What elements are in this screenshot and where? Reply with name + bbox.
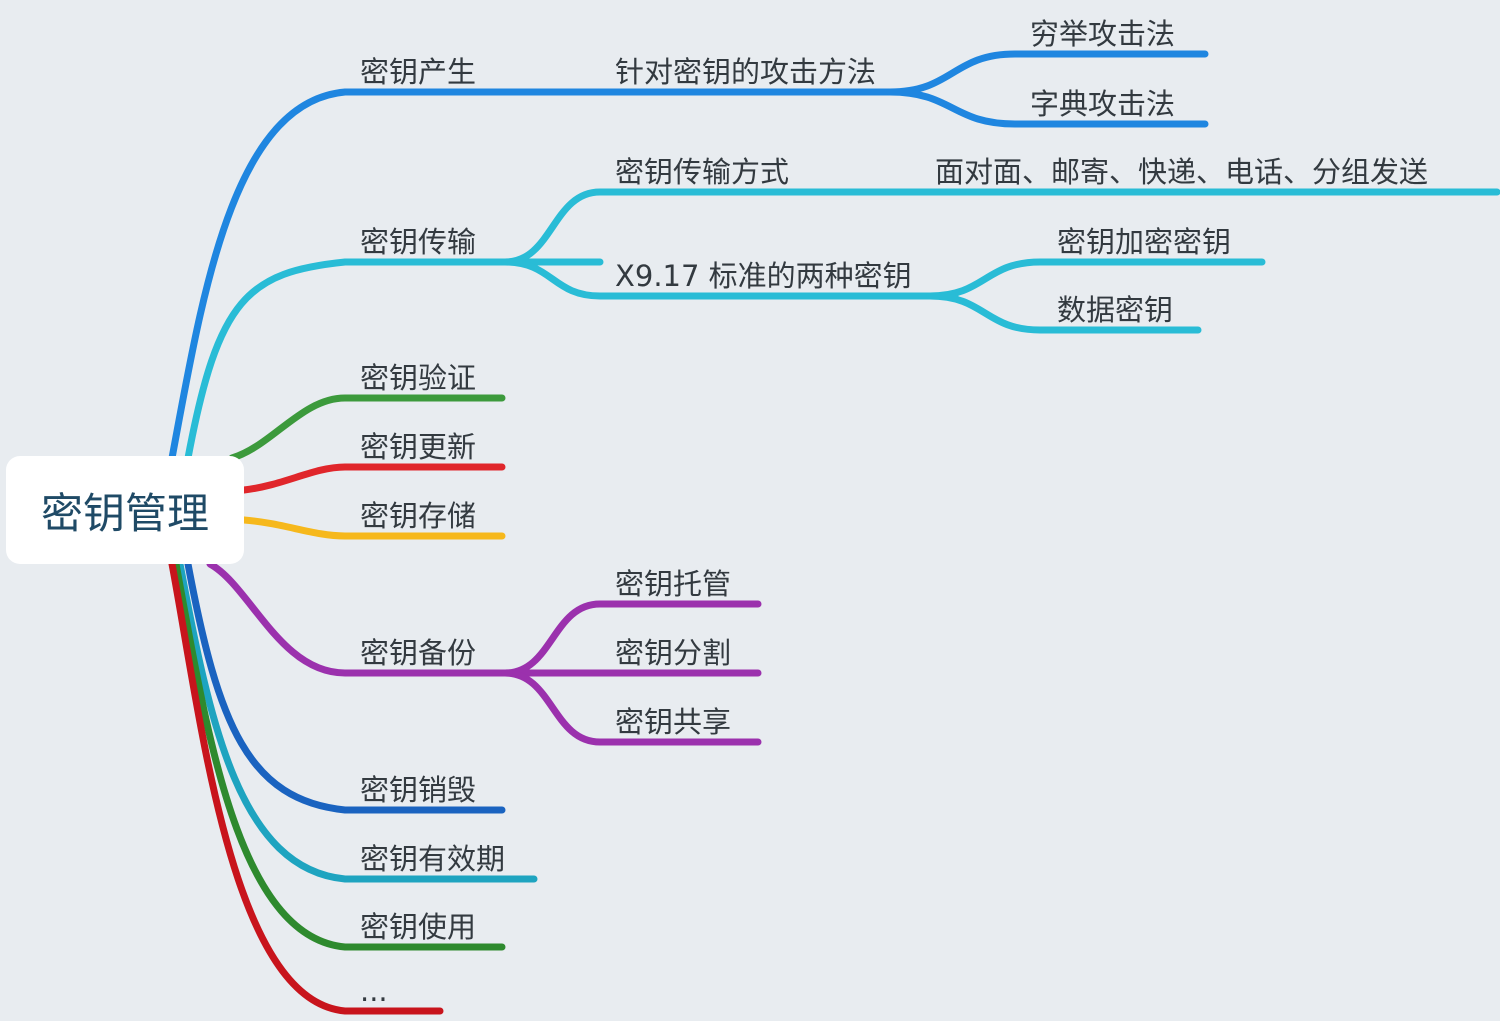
level3-node[interactable]: 数据密钥: [1057, 293, 1174, 327]
branch-connector: [228, 394, 506, 462]
level2-node[interactable]: 密钥分割: [615, 636, 732, 670]
level2-node[interactable]: 密钥共享: [615, 705, 732, 739]
branch-connector: [184, 258, 604, 462]
level3-node[interactable]: 穷举攻击法: [1030, 17, 1176, 51]
level1-node[interactable]: 密钥有效期: [360, 842, 506, 876]
level1-node[interactable]: 密钥产生: [360, 55, 477, 89]
branch-connector: [172, 560, 506, 951]
level2-node[interactable]: 密钥传输方式: [615, 155, 790, 189]
level1-node[interactable]: 密钥销毁: [360, 773, 477, 807]
level2-node[interactable]: 密钥托管: [615, 567, 732, 601]
branch-connector: [176, 560, 538, 883]
branch-connector: [168, 560, 444, 1015]
level1-node[interactable]: 密钥传输: [360, 225, 477, 259]
leaf-connector: [926, 292, 1202, 334]
level1-node[interactable]: 密钥存储: [360, 499, 477, 533]
level2-node[interactable]: X9.17 标准的两种密钥: [615, 259, 912, 293]
leaf-connector: [886, 88, 1209, 128]
leaf-connector: [926, 258, 1266, 300]
branch-connector: [184, 560, 506, 814]
level3-node[interactable]: 密钥加密密钥: [1057, 225, 1232, 259]
branch-connector: [240, 516, 506, 540]
root-label: 密钥管理: [40, 488, 209, 538]
branch-connector: [168, 88, 604, 462]
level1-node[interactable]: 密钥更新: [360, 430, 477, 464]
level1-node[interactable]: ...: [360, 974, 388, 1008]
subbranch-connector: [501, 258, 959, 300]
subbranch-connector: [501, 669, 762, 746]
subbranch-connector: [501, 188, 1500, 266]
mindmap-root-node[interactable]: 密钥管理: [6, 456, 244, 564]
level1-node[interactable]: 密钥使用: [360, 910, 477, 944]
level2-node[interactable]: 针对密钥的攻击方法: [615, 55, 877, 89]
branch-connector: [206, 560, 604, 677]
level3-node[interactable]: 字典攻击法: [1030, 87, 1176, 121]
level1-node[interactable]: 密钥验证: [360, 361, 477, 395]
level1-node[interactable]: 密钥备份: [360, 636, 477, 670]
branch-connector: [240, 463, 506, 494]
level3-node[interactable]: 面对面、邮寄、快递、电话、分组发送: [935, 155, 1429, 189]
